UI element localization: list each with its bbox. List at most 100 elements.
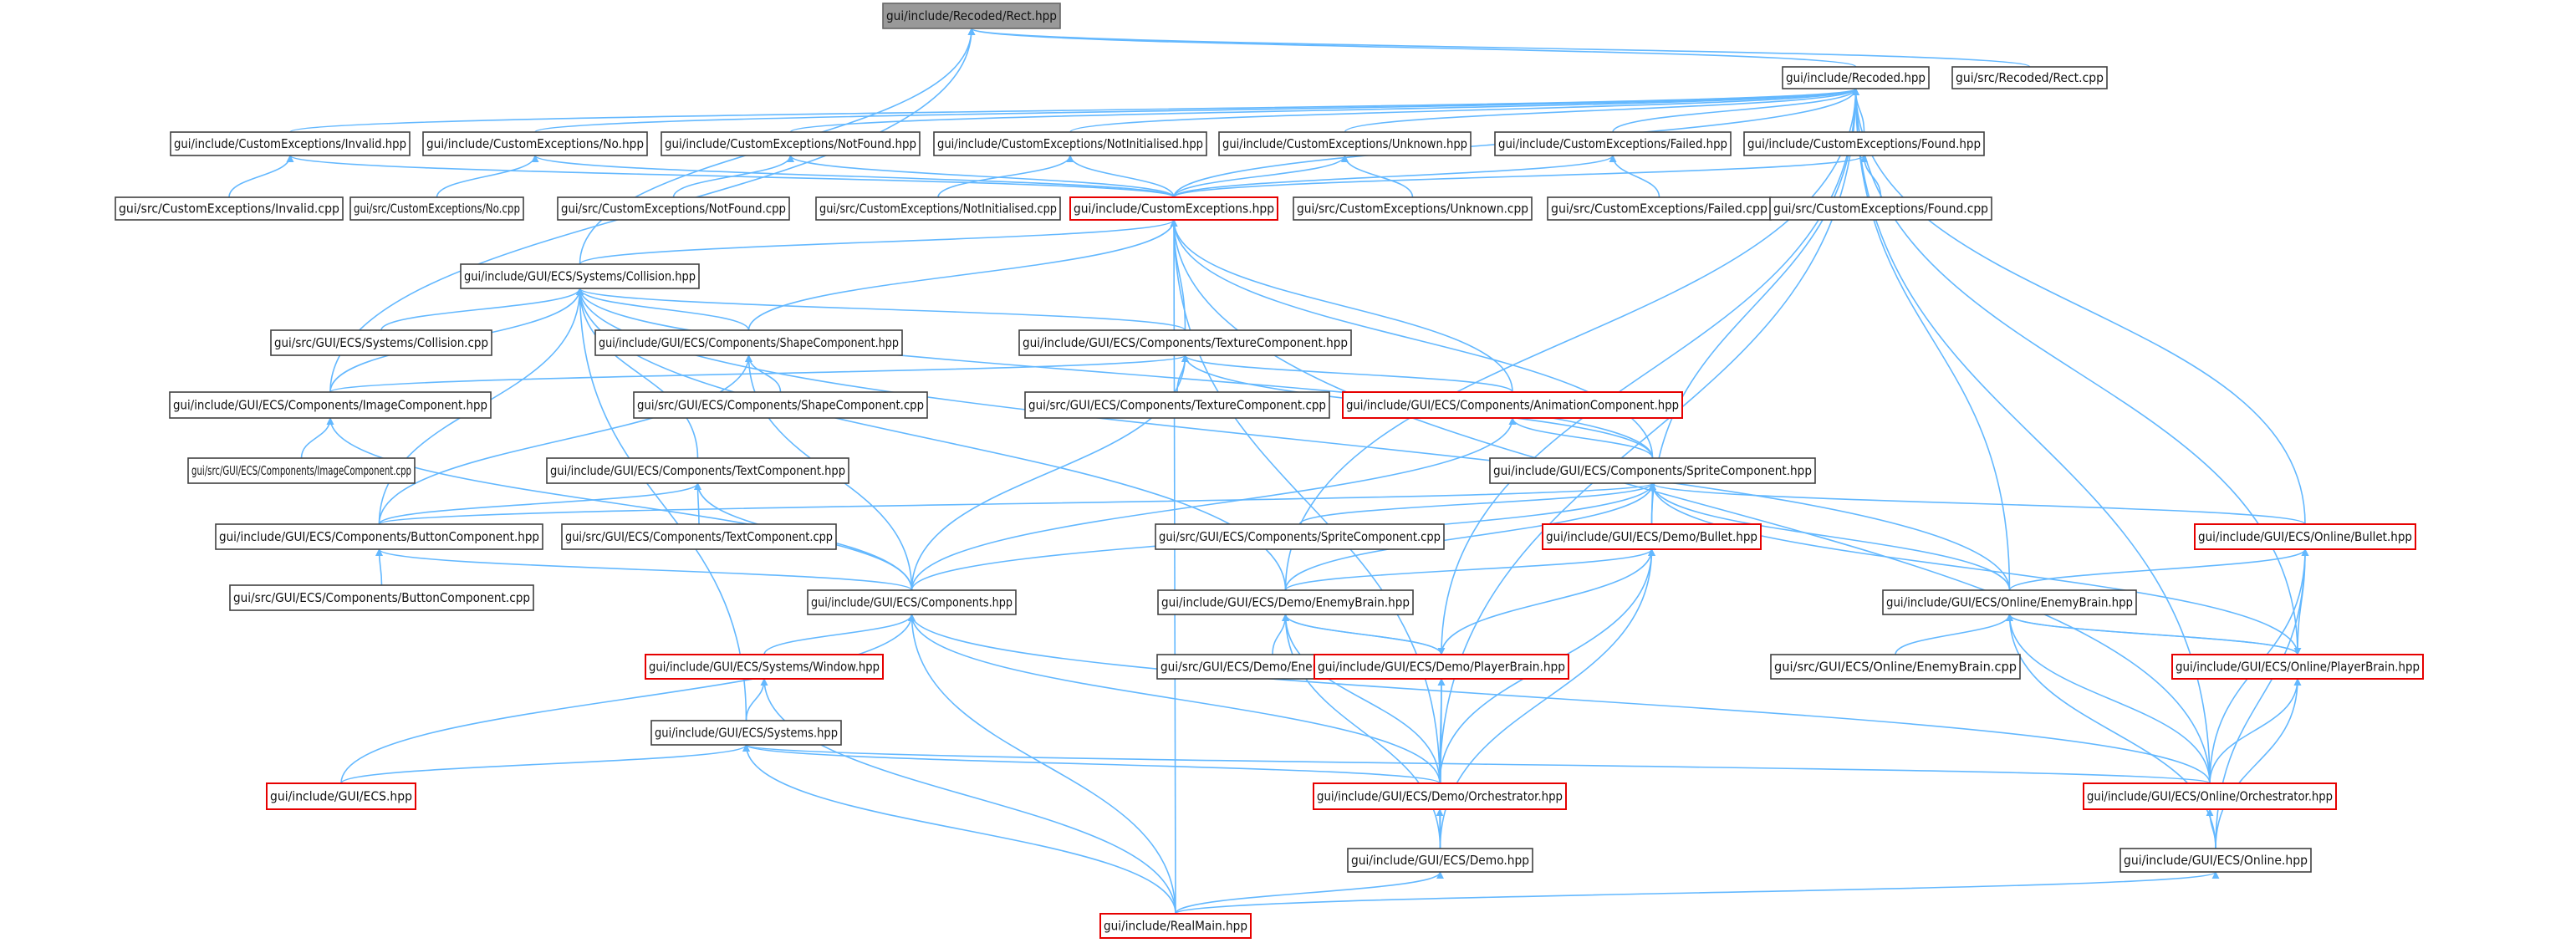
node-rect-cpp[interactable]: gui/src/Recoded/Rect.cpp [1951, 66, 2108, 89]
node-box[interactable] [1155, 523, 1445, 550]
node-anim-hpp[interactable]: gui/include/GUI/ECS/Components/Animation… [1342, 391, 1683, 419]
node-invalid-hpp[interactable]: gui/include/CustomExceptions/Invalid.hpp [170, 131, 411, 156]
node-texture-cpp[interactable]: gui/src/GUI/ECS/Components/TextureCompon… [1024, 391, 1330, 419]
node-box[interactable] [1547, 196, 1772, 221]
node-online-hpp[interactable]: gui/include/GUI/ECS/Online.hpp [2119, 848, 2312, 873]
node-notfound-cpp[interactable]: gui/src/CustomExceptions/NotFound.cpp [557, 196, 790, 221]
node-customexc-hpp[interactable]: gui/include/CustomExceptions.hpp [1069, 196, 1278, 221]
node-notinit-cpp[interactable]: gui/src/CustomExceptions/NotInitialised.… [815, 196, 1061, 221]
node-box[interactable] [1069, 196, 1278, 221]
node-box[interactable] [1314, 654, 1569, 680]
node-demoorch-hpp[interactable]: gui/include/GUI/ECS/Demo/Orchestrator.hp… [1313, 782, 1567, 810]
node-box[interactable] [546, 457, 849, 484]
node-box[interactable] [2171, 654, 2424, 680]
node-box[interactable] [187, 457, 416, 484]
node-box[interactable] [1882, 589, 2137, 615]
node-texture-hpp[interactable]: gui/include/GUI/ECS/Components/TextureCo… [1018, 329, 1352, 356]
node-box[interactable] [349, 196, 524, 221]
node-box[interactable] [645, 654, 884, 680]
node-box[interactable] [169, 391, 492, 419]
node-box[interactable] [1782, 66, 1930, 89]
node-box[interactable] [882, 3, 1061, 29]
node-button-hpp[interactable]: gui/include/GUI/ECS/Components/ButtonCom… [215, 523, 543, 550]
node-shape-cpp[interactable]: gui/src/GUI/ECS/Components/ShapeComponen… [633, 391, 928, 419]
node-demoplayer-hpp[interactable]: gui/include/GUI/ECS/Demo/PlayerBrain.hpp [1314, 654, 1569, 680]
node-box[interactable] [229, 584, 534, 611]
node-box[interactable] [933, 131, 1207, 156]
node-onlinebullet-hpp[interactable]: gui/include/GUI/ECS/Online/Bullet.hpp [2194, 523, 2416, 550]
node-onlineenemy-cpp[interactable]: gui/src/GUI/ECS/Online/EnemyBrain.cpp [1770, 654, 2021, 680]
node-box[interactable] [266, 782, 416, 810]
node-box[interactable] [1743, 131, 1985, 156]
node-box[interactable] [557, 196, 790, 221]
node-ecs-hpp[interactable]: gui/include/GUI/ECS.hpp [266, 782, 416, 810]
node-demobullet-hpp[interactable]: gui/include/GUI/ECS/Demo/Bullet.hpp [1542, 523, 1762, 550]
node-image-hpp[interactable]: gui/include/GUI/ECS/Components/ImageComp… [169, 391, 492, 419]
node-box[interactable] [460, 263, 700, 289]
node-box[interactable] [1018, 329, 1352, 356]
node-box[interactable] [1489, 457, 1816, 484]
node-unknown-cpp[interactable]: gui/src/CustomExceptions/Unknown.cpp [1293, 196, 1533, 221]
node-box[interactable] [1218, 131, 1472, 156]
node-rect-hpp[interactable]: gui/include/Recoded/Rect.hpp [882, 3, 1061, 29]
node-text-hpp[interactable]: gui/include/GUI/ECS/Components/TextCompo… [546, 457, 849, 484]
node-notinit-hpp[interactable]: gui/include/CustomExceptions/NotInitiali… [933, 131, 1207, 156]
node-box[interactable] [2119, 848, 2312, 873]
node-unknown-hpp[interactable]: gui/include/CustomExceptions/Unknown.hpp [1218, 131, 1472, 156]
node-box[interactable] [633, 391, 928, 419]
node-box[interactable] [1770, 654, 2021, 680]
node-box[interactable] [807, 589, 1017, 615]
node-box[interactable] [1494, 131, 1732, 156]
node-no-hpp[interactable]: gui/include/CustomExceptions/No.hpp [422, 131, 648, 156]
node-box[interactable] [1951, 66, 2108, 89]
node-box[interactable] [115, 196, 344, 221]
node-box[interactable] [650, 720, 842, 746]
node-onlineenemy-hpp[interactable]: gui/include/GUI/ECS/Online/EnemyBrain.hp… [1882, 589, 2137, 615]
node-box[interactable] [594, 329, 903, 356]
node-box[interactable] [1542, 523, 1762, 550]
node-demo-hpp[interactable]: gui/include/GUI/ECS/Demo.hpp [1347, 848, 1533, 873]
node-label: gui/include/GUI/ECS/Demo/Bullet.hpp [1546, 529, 1757, 544]
node-failed-cpp[interactable]: gui/src/CustomExceptions/Failed.cpp [1547, 196, 1772, 221]
node-box[interactable] [2194, 523, 2416, 550]
node-box[interactable] [1293, 196, 1533, 221]
node-found-hpp[interactable]: gui/include/CustomExceptions/Found.hpp [1743, 131, 1985, 156]
node-collision-hpp[interactable]: gui/include/GUI/ECS/Systems/Collision.hp… [460, 263, 700, 289]
node-box[interactable] [170, 131, 411, 156]
node-box[interactable] [1347, 848, 1533, 873]
node-onlineplayer-hpp[interactable]: gui/include/GUI/ECS/Online/PlayerBrain.h… [2171, 654, 2424, 680]
node-button-cpp[interactable]: gui/src/GUI/ECS/Components/ButtonCompone… [229, 584, 534, 611]
node-shape-hpp[interactable]: gui/include/GUI/ECS/Components/ShapeComp… [594, 329, 903, 356]
node-systems-hpp[interactable]: gui/include/GUI/ECS/Systems.hpp [650, 720, 842, 746]
node-failed-hpp[interactable]: gui/include/CustomExceptions/Failed.hpp [1494, 131, 1732, 156]
node-text-cpp[interactable]: gui/src/GUI/ECS/Components/TextComponent… [561, 523, 837, 550]
node-box[interactable] [1313, 782, 1567, 810]
node-sprite-cpp[interactable]: gui/src/GUI/ECS/Components/SpriteCompone… [1155, 523, 1445, 550]
node-onlineorch-hpp[interactable]: gui/include/GUI/ECS/Online/Orchestrator.… [2083, 782, 2337, 810]
node-box[interactable] [422, 131, 648, 156]
node-found-cpp[interactable]: gui/src/CustomExceptions/Found.cpp [1769, 196, 1992, 221]
node-box[interactable] [1769, 196, 1992, 221]
node-box[interactable] [215, 523, 543, 550]
node-box[interactable] [1157, 589, 1414, 615]
node-image-cpp[interactable]: gui/src/GUI/ECS/Components/ImageComponen… [187, 457, 416, 484]
node-demoenemy-hpp[interactable]: gui/include/GUI/ECS/Demo/EnemyBrain.hpp [1157, 589, 1414, 615]
node-sprite-hpp[interactable]: gui/include/GUI/ECS/Components/SpriteCom… [1489, 457, 1816, 484]
node-recoded-hpp[interactable]: gui/include/Recoded.hpp [1782, 66, 1930, 89]
node-components-hpp[interactable]: gui/include/GUI/ECS/Components.hpp [807, 589, 1017, 615]
node-collision-cpp[interactable]: gui/src/GUI/ECS/Systems/Collision.cpp [270, 329, 492, 356]
node-realmain-hpp[interactable]: gui/include/RealMain.hpp [1099, 913, 1252, 939]
node-box[interactable] [661, 131, 921, 156]
node-box[interactable] [1024, 391, 1330, 419]
edge-demo_hpp-to-demoenemy_hpp [1282, 614, 1441, 849]
node-no-cpp[interactable]: gui/src/CustomExceptions/No.cpp [349, 196, 524, 221]
node-box[interactable] [815, 196, 1061, 221]
node-box[interactable] [1099, 913, 1252, 939]
node-box[interactable] [1342, 391, 1683, 419]
node-box[interactable] [270, 329, 492, 356]
node-window-hpp[interactable]: gui/include/GUI/ECS/Systems/Window.hpp [645, 654, 884, 680]
node-notfound-hpp[interactable]: gui/include/CustomExceptions/NotFound.hp… [661, 131, 921, 156]
node-box[interactable] [2083, 782, 2337, 810]
node-box[interactable] [561, 523, 837, 550]
node-invalid-cpp[interactable]: gui/src/CustomExceptions/Invalid.cpp [115, 196, 344, 221]
